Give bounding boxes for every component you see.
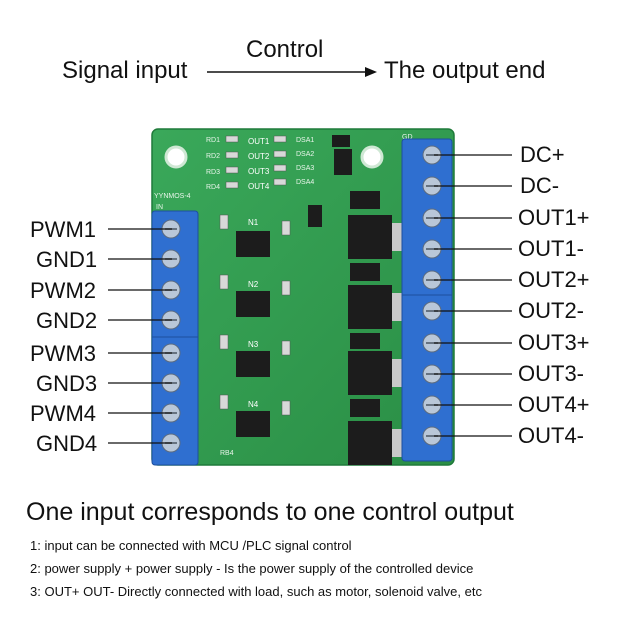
n-label: N3: [248, 340, 259, 349]
control-label: Control: [246, 36, 324, 63]
opto-chip: [236, 231, 270, 257]
rd-label: RD4: [206, 184, 220, 191]
mount-hole: [360, 145, 384, 169]
opto-chip: [236, 411, 270, 437]
rd-label: RD3: [206, 169, 220, 176]
note-3: 3: OUT+ OUT- Directly connected with loa…: [30, 584, 482, 599]
rd-label: RD2: [206, 153, 220, 160]
input-label-gnd3: GND3: [36, 371, 98, 396]
input-label-pwm2: PWM2: [30, 278, 96, 303]
output-label-out4-minus: OUT4-: [518, 423, 584, 448]
output-label-out4-plus: OUT4+: [518, 392, 590, 417]
signal-input-label: Signal input: [62, 57, 188, 84]
input-label-gnd1: GND1: [36, 247, 98, 272]
output-label-out1-plus: OUT1+: [518, 205, 590, 230]
mosfet: [348, 351, 392, 395]
input-terminal-block: [151, 210, 199, 466]
input-label-pwm3: PWM3: [30, 341, 96, 366]
dsa-label: DSA4: [296, 179, 314, 186]
dsa-label: DSA3: [296, 165, 314, 172]
in-label: IN: [156, 204, 163, 211]
model-label: YYNMOS-4: [154, 193, 191, 200]
output-label-out3-plus: OUT3+: [518, 330, 590, 355]
output-end-label: The output end: [384, 57, 546, 84]
control-arrow: [207, 67, 377, 77]
dsa-label: DSA2: [296, 151, 314, 158]
rb-label: RB4: [220, 450, 234, 457]
input-label-pwm1: PWM1: [30, 217, 96, 242]
out-led-label: OUT3: [248, 167, 270, 176]
subtitle: One input corresponds to one control out…: [26, 498, 514, 526]
top-diode: [332, 135, 350, 147]
note-1: 1: input can be connected with MCU /PLC …: [30, 538, 352, 553]
input-label-pwm4: PWM4: [30, 401, 96, 426]
rd-label: RD1: [206, 137, 220, 144]
output-terminal-block: [401, 138, 453, 462]
mosfet-board: RD1 RD2 RD3 RD4 DSA1 DSA2 DSA3 DSA4 GD I…: [151, 128, 455, 466]
opto-chip: [236, 291, 270, 317]
out-led-label: OUT2: [248, 152, 270, 161]
out-led-label: OUT1: [248, 137, 270, 146]
output-label-out2-minus: OUT2-: [518, 298, 584, 323]
input-leader-lines: [108, 228, 172, 444]
gd-label: GD: [402, 134, 413, 141]
out-led-label: OUT4: [248, 182, 270, 191]
input-label-gnd4: GND4: [36, 431, 98, 456]
output-leader-lines: [434, 154, 512, 437]
output-label-out1-minus: OUT1-: [518, 236, 584, 261]
output-label-dc-minus: DC-: [520, 173, 560, 198]
opto-chip: [236, 351, 270, 377]
output-label-out2-plus: OUT2+: [518, 267, 590, 292]
input-label-gnd2: GND2: [36, 308, 98, 333]
note-2: 2: power supply + power supply - Is the …: [30, 561, 474, 576]
n-label: N4: [248, 400, 259, 409]
n-label: N1: [248, 218, 259, 227]
mount-hole: [164, 145, 188, 169]
dsa-label: DSA1: [296, 137, 314, 144]
mosfet: [348, 421, 392, 465]
n-label: N2: [248, 280, 259, 289]
output-label-dc-plus: DC+: [520, 142, 565, 167]
mosfet: [348, 215, 392, 259]
mosfet: [348, 285, 392, 329]
output-label-out3-minus: OUT3-: [518, 361, 584, 386]
